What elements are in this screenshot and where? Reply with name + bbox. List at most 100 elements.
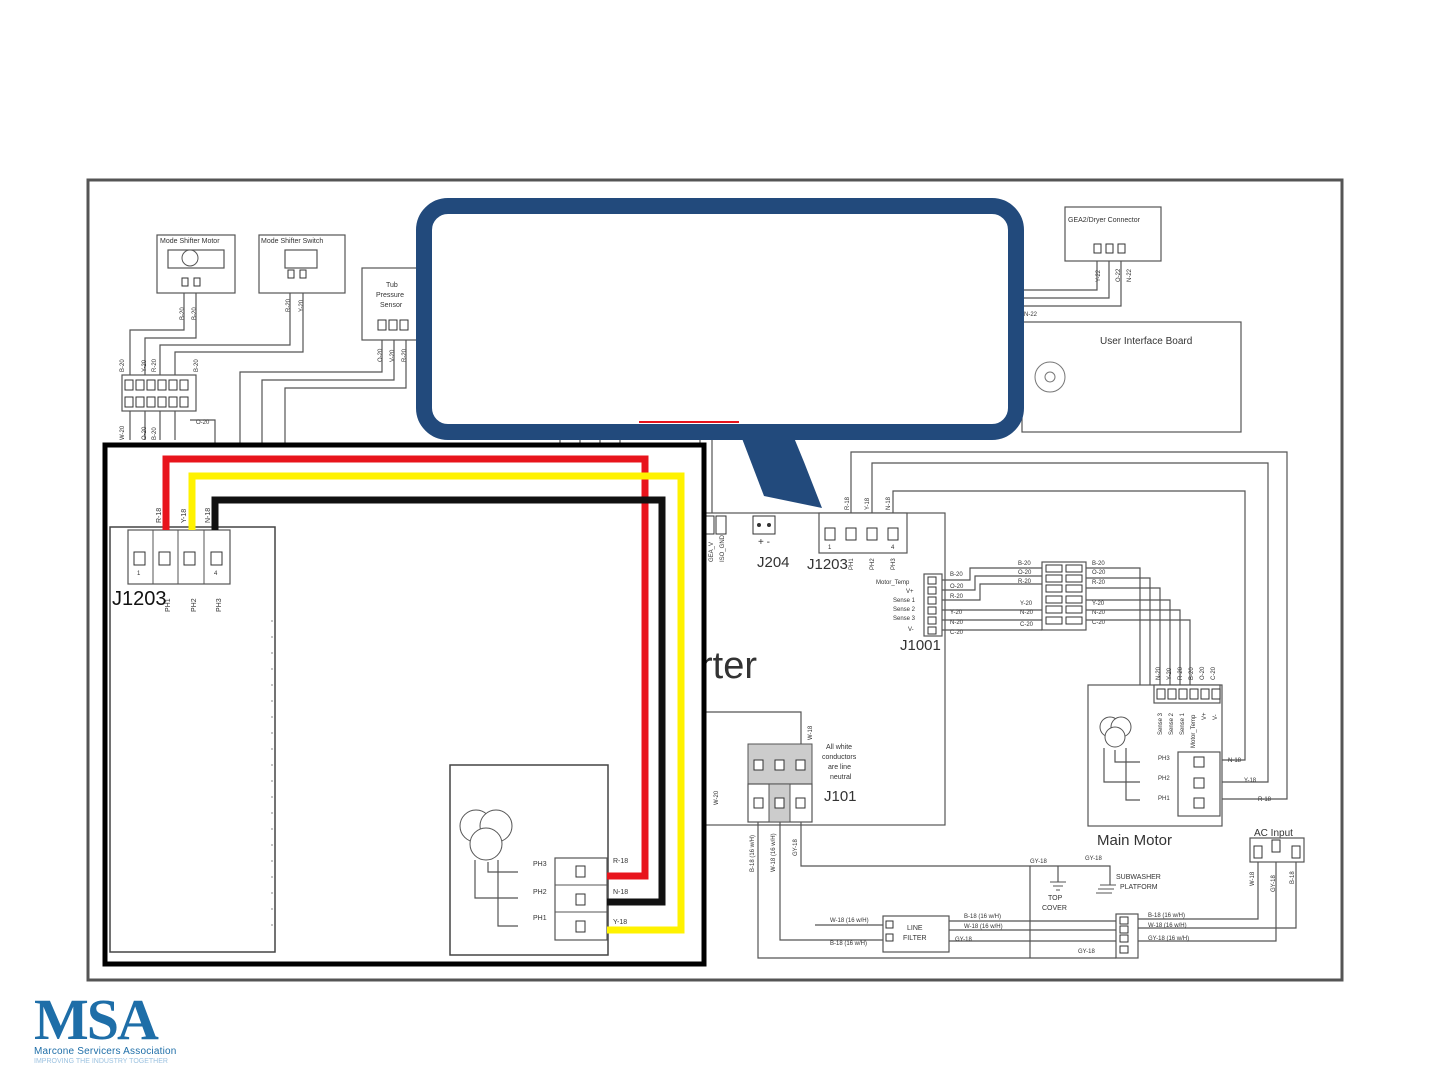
svg-text:O-22: O-22 [1116, 268, 1122, 282]
svg-text:B-18 (16 w/H): B-18 (16 w/H) [750, 835, 756, 872]
svg-text:Y-18: Y-18 [865, 497, 871, 510]
svg-text:N-22: N-22 [1024, 312, 1038, 318]
user-interface-board: User Interface Board [1021, 321, 1242, 433]
svg-text:PH3: PH3 [891, 558, 897, 570]
j101-connector: All white conductors are line neutral J1… [700, 711, 1031, 959]
svg-text:1: 1 [137, 571, 141, 577]
svg-text:O-20: O-20 [1200, 666, 1206, 680]
svg-text:R-18: R-18 [156, 508, 163, 523]
svg-text:R-20: R-20 [1018, 579, 1032, 585]
svg-text:Y-20: Y-20 [1167, 667, 1173, 680]
svg-text:B-18 (16 w/H): B-18 (16 w/H) [830, 941, 867, 947]
svg-text:N-18: N-18 [613, 889, 628, 896]
svg-text:B-18 (16 w/H): B-18 (16 w/H) [964, 914, 1001, 920]
svg-text:PH3: PH3 [216, 598, 223, 612]
svg-text:N-20: N-20 [1020, 610, 1034, 616]
svg-text:Sense 3: Sense 3 [893, 616, 916, 622]
svg-text:are line: are line [828, 764, 851, 771]
svg-text:N-22: N-22 [1127, 268, 1133, 282]
gea2-dryer-connector: GEA2/Dryer Connector Y-22 O-22 N-22 N-22 [1010, 206, 1162, 318]
svg-text:Y-20: Y-20 [1020, 601, 1033, 607]
svg-text:W-18 (16 w/H): W-18 (16 w/H) [771, 833, 777, 872]
svg-text:Y-18: Y-18 [181, 509, 188, 523]
svg-text:Motor_Temp: Motor_Temp [876, 580, 910, 586]
svg-text:W-18: W-18 [808, 725, 814, 740]
svg-text:R-20: R-20 [1092, 580, 1106, 586]
inverter-board: GEA_V ISO_GND + - J204 1 4 J1203 PH1 PH2… [699, 496, 946, 826]
svg-text:PH2: PH2 [870, 558, 876, 570]
svg-text:Sensor: Sensor [380, 302, 403, 309]
svg-text:PH1: PH1 [165, 598, 172, 612]
svg-text:W-18 (16 w/H): W-18 (16 w/H) [830, 918, 869, 924]
main-motor: N-20 Y-20 R-20 B-20 O-20 C-20 Sense 3 Se… [1087, 666, 1223, 849]
svg-text:O-20: O-20 [378, 348, 384, 362]
svg-text:Y-20: Y-20 [950, 610, 963, 616]
svg-text:W-20: W-20 [120, 425, 126, 440]
svg-text:Sense 2: Sense 2 [1169, 712, 1175, 735]
svg-text:O-20: O-20 [950, 584, 964, 590]
svg-text:Y-18: Y-18 [1244, 778, 1257, 784]
svg-text:B-20: B-20 [192, 307, 198, 320]
svg-text:Y-20: Y-20 [142, 359, 148, 372]
svg-text:TOP: TOP [1048, 895, 1063, 902]
svg-text:W-20: W-20 [714, 790, 720, 805]
svg-text:N-20: N-20 [1092, 610, 1106, 616]
svg-text:neutral: neutral [830, 774, 852, 781]
logo-name: Marcone Servicers Association [34, 1046, 177, 1057]
svg-text:J1203: J1203 [807, 556, 848, 573]
svg-text:GY-18 (16 w/H): GY-18 (16 w/H) [1148, 936, 1189, 942]
svg-text:O-20: O-20 [142, 426, 148, 440]
svg-text:COVER: COVER [1042, 905, 1067, 912]
logo-mark: MSA [34, 987, 159, 1052]
svg-text:GEA2/Dryer Connector: GEA2/Dryer Connector [1068, 217, 1141, 224]
svg-text:R-20: R-20 [1178, 666, 1184, 680]
svg-text:GY-18: GY-18 [1030, 859, 1047, 865]
svg-text:PH1: PH1 [849, 558, 855, 570]
ground-and-filter: GY-18 GY-18 TOP COVER SUBWASHER PLATFORM… [815, 852, 1297, 959]
svg-text:N-20: N-20 [950, 620, 964, 626]
logo-tagline: IMPROVING THE INDUSTRY TOGETHER [34, 1058, 168, 1065]
svg-text:Mode Shifter Switch: Mode Shifter Switch [261, 238, 323, 245]
tub-pressure-sensor: Tub Pressure Sensor O-20 V-20 R-20 [361, 267, 427, 362]
svg-text:V-: V- [908, 627, 914, 633]
svg-text:conductors: conductors [822, 754, 857, 761]
svg-text:All white: All white [826, 744, 852, 751]
svg-text:PH1: PH1 [533, 915, 547, 922]
zoom-inset: 1 4 J1203 PH1 PH2 PH3 R-18 Y-18 N-18 PH3… [102, 442, 707, 967]
svg-text:GY-18: GY-18 [1078, 949, 1095, 955]
svg-text:GY-18: GY-18 [1271, 875, 1277, 892]
svg-text:V+: V+ [906, 589, 914, 595]
svg-text:SUBWASHER: SUBWASHER [1116, 874, 1161, 881]
svg-text:Y-22: Y-22 [1096, 269, 1102, 282]
svg-text:V-: V- [1213, 714, 1219, 720]
svg-text:J101: J101 [824, 788, 857, 805]
svg-text:B-20: B-20 [950, 572, 963, 578]
svg-text:V-20: V-20 [390, 349, 396, 362]
svg-text:Y-20: Y-20 [299, 299, 305, 312]
svg-text:N-18: N-18 [1228, 758, 1242, 764]
svg-text:Sense 2: Sense 2 [893, 607, 916, 613]
svg-text:N-18: N-18 [205, 508, 212, 523]
svg-text:O-20: O-20 [196, 420, 210, 426]
svg-text:W-18 (16 w/H): W-18 (16 w/H) [1148, 923, 1187, 929]
svg-text:PH3: PH3 [1158, 756, 1170, 762]
svg-text:Sense 3: Sense 3 [1158, 712, 1164, 735]
svg-text:C-20: C-20 [1211, 666, 1217, 680]
svg-text:PH1: PH1 [1158, 796, 1170, 802]
svg-text:R-20: R-20 [402, 348, 408, 362]
svg-text:FILTER: FILTER [903, 935, 927, 942]
svg-text:B-18: B-18 [1290, 871, 1296, 884]
svg-text:N-20: N-20 [1156, 666, 1162, 680]
svg-text:Sense 1: Sense 1 [893, 598, 916, 604]
svg-text:B-18 (16 w/H): B-18 (16 w/H) [1148, 913, 1185, 919]
svg-text:PH2: PH2 [533, 889, 547, 896]
svg-text:B-20: B-20 [1092, 561, 1105, 567]
svg-text:ISO_GND: ISO_GND [720, 534, 726, 562]
svg-text:User Interface Board: User Interface Board [1100, 336, 1192, 347]
svg-text:R-20: R-20 [950, 594, 964, 600]
red-wire [162, 455, 649, 880]
svg-text:R-20: R-20 [286, 298, 292, 312]
svg-text:O-20: O-20 [1092, 570, 1106, 576]
svg-text:4: 4 [891, 545, 895, 551]
